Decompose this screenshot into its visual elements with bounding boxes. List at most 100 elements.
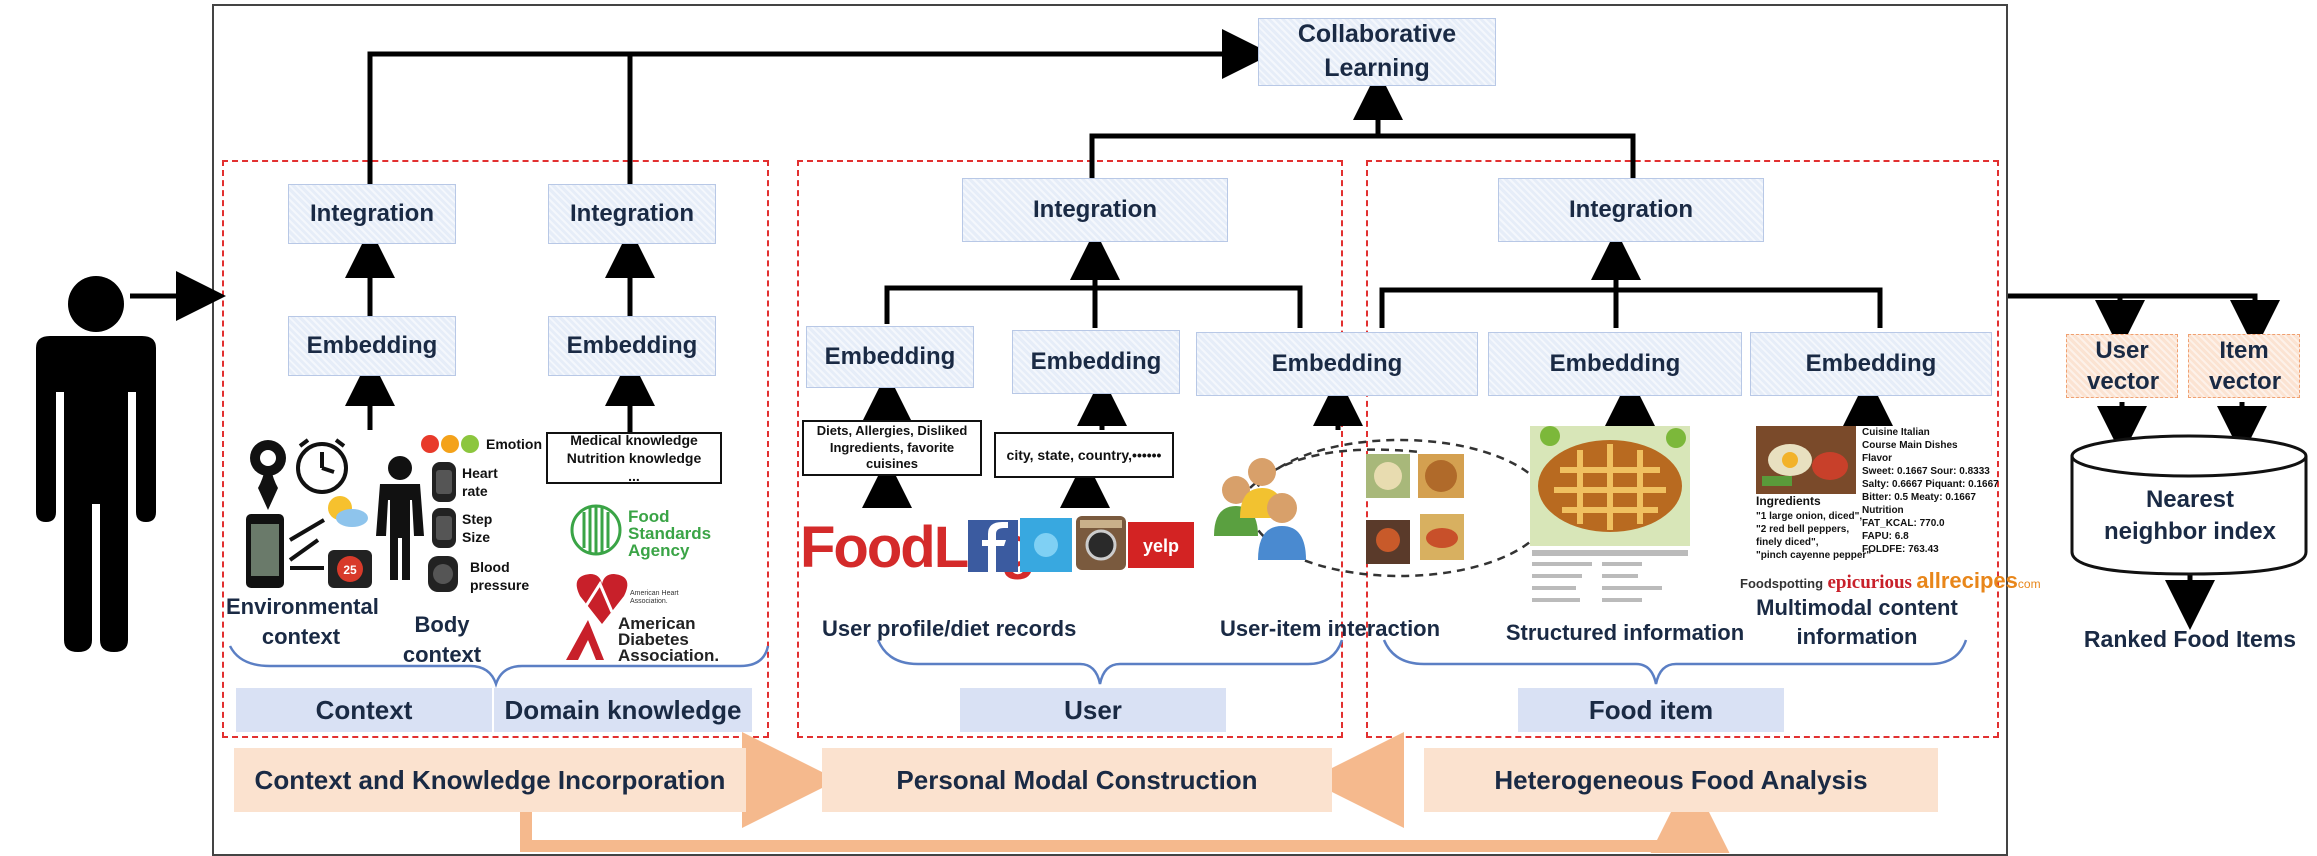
weather-icon xyxy=(328,496,368,527)
heart-rate-label: Heart rate xyxy=(462,465,498,500)
user-vector-box: User vector xyxy=(2066,334,2178,398)
aha-heart-icon xyxy=(576,574,628,624)
smartphone-icon xyxy=(246,514,284,588)
user-region xyxy=(797,160,1343,738)
ingredient-line: finely diced", xyxy=(1756,536,1819,548)
domain-knowledge-tag-label: Domain knowledge xyxy=(504,694,742,725)
embedding-label: Embedding xyxy=(1805,350,1937,377)
body-person-icon xyxy=(376,456,424,580)
context-tag: Context xyxy=(236,688,492,732)
knowledge-box: Medical knowledge Nutrition knowledge ..… xyxy=(546,432,722,484)
embedding-label: Embedding xyxy=(1271,350,1403,377)
fsa-line-3: Agency xyxy=(628,541,690,560)
yelp-icon: yelp xyxy=(1128,522,1194,568)
user-tag-label: User xyxy=(1064,694,1122,725)
ada-line-3: Association. xyxy=(618,646,720,666)
embedding-label: Embedding xyxy=(824,343,956,370)
recipe-meta-line: Course Main Dishes xyxy=(1862,440,1958,451)
stage-personal-model-label: Personal Modal Construction xyxy=(896,764,1258,795)
embedding-label: Embedding xyxy=(1030,348,1162,375)
ingredient-line: "2 red bell peppers, xyxy=(1756,523,1850,535)
diet-preferences-box: Diets, Allergies, Disliked Ingredients, … xyxy=(802,420,982,476)
recipe-meta-line: Salty: 0.6667 Piquant: 0.1667 xyxy=(1862,479,1999,490)
instagram-icon xyxy=(1076,516,1126,570)
smartwatch-icon: 25 xyxy=(328,550,372,588)
stage-context-knowledge-label: Context and Knowledge Incorporation xyxy=(254,764,726,795)
integration-label: Integration xyxy=(1033,196,1157,223)
context-knowledge-region xyxy=(222,160,769,738)
aha-text: American Heart Association. xyxy=(630,590,679,606)
embedding-profile-box: Embedding xyxy=(806,326,974,388)
alarm-clock-icon xyxy=(296,438,348,494)
integration-label: Integration xyxy=(1569,196,1693,223)
nearest-neighbor-index-label: Nearest neighbor index xyxy=(2103,486,2276,546)
body-context-label: Body context xyxy=(402,612,482,667)
recipe-meta-line: Cuisine Italian xyxy=(1862,427,1930,438)
foursquare-icon xyxy=(1020,518,1072,572)
integration-food-box: Integration xyxy=(1498,178,1764,242)
recipe-meta-line: Nutrition xyxy=(1862,505,1904,516)
food-item-tag-label: Food item xyxy=(1588,694,1714,725)
ingredients-heading: Ingredients xyxy=(1756,494,1821,508)
ada-triangle-icon xyxy=(566,620,604,660)
stage-food-analysis: Heterogeneous Food Analysis xyxy=(1424,748,1938,812)
location-box: city, state, country,•••••• xyxy=(994,432,1174,478)
integration-knowledge-box: Integration xyxy=(548,184,716,244)
allrecipes-com: com xyxy=(2017,577,2041,591)
emotion-icon xyxy=(421,435,479,453)
epicurious-logo: epicurious xyxy=(1827,572,1912,593)
environmental-context-label: Environmental context xyxy=(226,594,379,649)
svg-text:yelp: yelp xyxy=(1143,536,1179,556)
integration-label: Integration xyxy=(570,200,694,227)
ada-line-1: American xyxy=(618,614,696,633)
context-tag-label: Context xyxy=(315,694,413,725)
emotion-label: Emotion xyxy=(486,436,542,452)
embedding-location-box: Embedding xyxy=(1012,330,1180,394)
foodspotting-logo: Foodspotting xyxy=(1740,576,1824,591)
recipe-meta-line: Flavor xyxy=(1862,453,1893,464)
food-standards-text: Food Standards Agency xyxy=(628,508,711,559)
diet-preferences-text: Diets, Allergies, Disliked Ingredients, … xyxy=(816,422,968,472)
collaborative-learning-label: Collaborative Learning xyxy=(1297,20,1457,82)
recipe-meta-line: FAPU: 6.8 xyxy=(1862,531,1909,542)
ingredient-line: "1 large onion, diced", xyxy=(1756,510,1863,522)
step-watch-icon xyxy=(432,508,456,548)
knowledge-more-text: ... xyxy=(628,468,640,485)
ingredients-block: Ingredients "1 large onion, diced", "2 r… xyxy=(1756,494,1871,562)
embedding-knowledge-box: Embedding xyxy=(548,316,716,376)
item-vector-box: Item vector xyxy=(2188,334,2300,398)
embedding-context-box: Embedding xyxy=(288,316,456,376)
recipe-meta-line: Bitter: 0.5 Meaty: 0.1667 xyxy=(1862,492,1976,503)
recipe-meta-line: Sweet: 0.1667 Sour: 0.8333 xyxy=(1862,466,1990,477)
location-text: city, state, country,•••••• xyxy=(1006,446,1162,463)
structured-information-label: Structured information xyxy=(1505,620,1745,645)
ingredient-line: "pinch cayenne pepper" xyxy=(1756,549,1872,561)
ada-line-2: Diabetes xyxy=(618,630,689,650)
multimodal-content-label: Multimodal content information xyxy=(1756,595,1958,649)
stage-context-knowledge: Context and Knowledge Incorporation xyxy=(234,748,746,812)
heart-rate-watch-icon xyxy=(432,462,456,502)
embedding-multimodal-box: Embedding xyxy=(1750,332,1992,396)
ranked-food-items-label: Ranked Food Items xyxy=(2083,626,2297,652)
step-size-label: Step Size xyxy=(462,511,493,546)
integration-user-box: Integration xyxy=(962,178,1228,242)
embedding-interaction-box: Embedding xyxy=(1196,332,1478,396)
users-group-icon xyxy=(1214,458,1306,560)
user-profile-label: User profile/diet records xyxy=(822,616,1077,641)
user-tag: User xyxy=(960,688,1226,732)
medical-knowledge-text: Medical knowledge xyxy=(570,431,698,448)
blood-pressure-watch-icon xyxy=(428,556,458,592)
svg-text:25: 25 xyxy=(343,563,357,577)
embedding-label: Embedding xyxy=(306,332,438,359)
item-vector-label: Item vector xyxy=(2209,336,2282,395)
ada-text: American Diabetes Association. xyxy=(618,614,720,666)
stage-personal-model: Personal Modal Construction xyxy=(822,748,1332,812)
embedding-label: Embedding xyxy=(566,332,698,359)
fsa-line-2: Standards xyxy=(628,524,712,543)
